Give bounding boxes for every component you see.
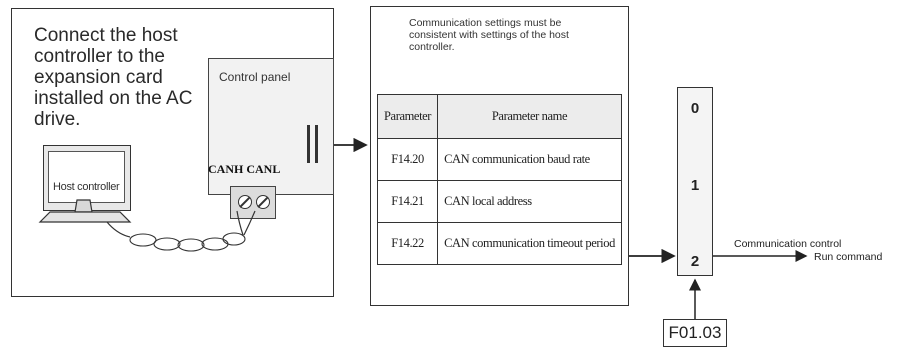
host-connection-panel: Connect the host controller to the expan… [11, 8, 334, 297]
monitor-and-cable-drawing [38, 199, 256, 252]
host-controller-label: Host controller [53, 181, 120, 193]
parameter-code: F14.21 [376, 180, 439, 223]
control-panel-label: Control panel [219, 70, 291, 84]
canl-wire [243, 210, 256, 236]
selector-position-0: 0 [690, 100, 700, 117]
monitor-base [38, 211, 132, 223]
panel-slot-1 [307, 125, 310, 163]
settings-note: Communication settings must be consisten… [409, 17, 569, 53]
selector-position-1: 1 [690, 177, 700, 194]
table-row: F14.22 CAN communication timeout period [376, 222, 622, 265]
can-terminal-labels: CANH CANL [208, 162, 281, 176]
canl-screw-icon [256, 195, 270, 209]
twisted-pair-cable [129, 232, 246, 252]
table-row: F14.20 CAN communication baud rate [376, 138, 622, 181]
parameter-name: CAN communication timeout period [437, 222, 622, 265]
host-controller-monitor: Host controller [43, 145, 131, 211]
parameter-code: F14.22 [376, 222, 439, 265]
monitor-stand [74, 199, 93, 213]
column-header-parameter: Parameter [376, 94, 439, 139]
selector-position-2: 2 [690, 253, 700, 270]
monitor-screen: Host controller [48, 151, 125, 203]
canh-screw-icon [238, 195, 252, 209]
command-source-selector: 0 1 2 [677, 87, 713, 276]
host-cable [106, 221, 131, 238]
canh-wire [236, 210, 244, 236]
output-label-communication-control: Communication control [734, 238, 842, 250]
control-panel: Control panel [208, 58, 334, 195]
parameter-name: CAN local address [437, 180, 622, 223]
table-row: F14.21 CAN local address [376, 180, 622, 223]
connection-instructions: Connect the host controller to the expan… [34, 25, 193, 130]
parameter-code: F14.20 [376, 138, 439, 181]
output-label-run-command: Run command [814, 251, 883, 263]
panel-slot-2 [315, 125, 318, 163]
parameter-name: CAN communication baud rate [437, 138, 622, 181]
table-header-row: Parameter Parameter name [376, 94, 622, 139]
communication-settings-panel: Communication settings must be consisten… [370, 6, 629, 306]
f0103-parameter-box: F01.03 [663, 319, 727, 347]
parameter-table: Parameter Parameter name F14.20 CAN comm… [376, 94, 622, 265]
column-header-parameter-name: Parameter name [437, 94, 622, 139]
